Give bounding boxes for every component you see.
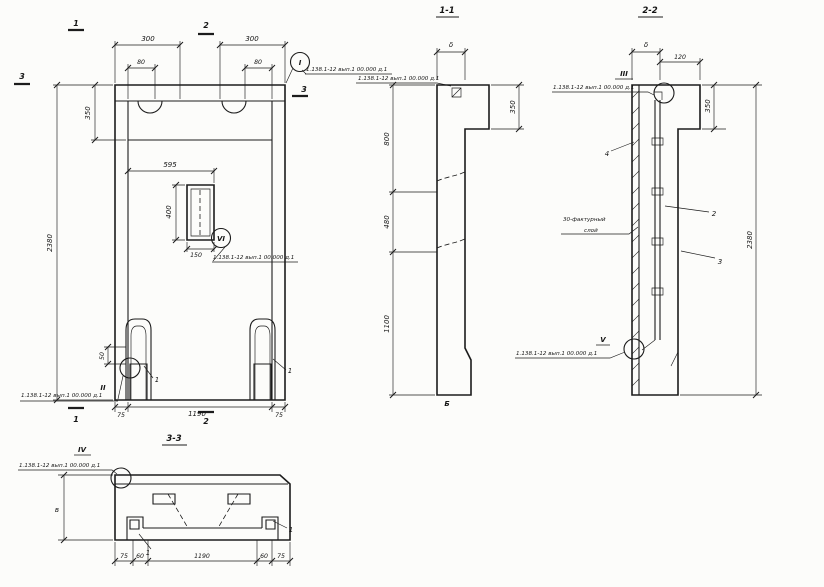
part-label-1-side: 1 (289, 526, 293, 534)
detail-label-iv: IV (78, 446, 87, 454)
reinforcement-ladder (654, 100, 661, 340)
dim-1190-33: 1190 (194, 553, 210, 560)
cut-mark-3-left: 3 (19, 72, 25, 81)
detail-circle-iii (653, 82, 675, 104)
detail-label-v: V (600, 336, 606, 344)
cut-mark-1-top: 1 (73, 19, 79, 28)
dim-75-left-33: 75 (120, 553, 128, 560)
detail-label-vi: VI (217, 235, 225, 243)
detail-ref-vi: 1.138.1-12 вып.1 00.000 д.1 (213, 255, 294, 261)
section-3-3: 3-3 IV 1.138.1-12 вып.1 00.000 д.1 в 1 1… (18, 434, 294, 566)
part-label-4: 4 (605, 150, 609, 158)
detail-label-iii: III (620, 70, 628, 78)
cut-mark-2-bottom: 2 (203, 417, 209, 426)
dim-300-right: 300 (245, 35, 259, 43)
dim-60-right-33: 60 (260, 553, 268, 560)
section-1-1-title: 1-1 (439, 6, 454, 16)
detail-label-i: I (299, 59, 302, 67)
main-dimension-lines (53, 41, 289, 412)
detail-circle-ii (119, 357, 141, 379)
dim-350-1-1: 350 (509, 100, 517, 114)
dim-80-left: 80 (137, 59, 145, 66)
dim-75-right: 75 (275, 412, 283, 419)
cut-mark-2-top: 2 (203, 21, 209, 30)
detail-ref-i: 1.138.1-12 вып.1 00.000 д.1 (306, 67, 387, 73)
dim-480: 480 (383, 215, 391, 229)
cut-mark-1-bottom: 1 (73, 415, 79, 424)
dim-120: 120 (674, 54, 686, 61)
note-facing-layer-line2: слой (584, 228, 598, 234)
dim-75-right-33: 75 (277, 553, 285, 560)
part-label-1-bottom: 1 (146, 549, 150, 557)
opening-outline (186, 184, 215, 241)
base-label-b: Б (444, 400, 449, 408)
dim-1100: 1100 (383, 315, 391, 333)
detail-ref-iii: 1.138.1-12 вып.1 00.000 д.1 (553, 85, 634, 91)
detail-circle-i (289, 51, 311, 73)
section-3-3-title: 3-3 (166, 434, 181, 444)
part-leader-lines (143, 358, 287, 379)
dim-delta-1-1: δ (449, 41, 453, 49)
part-label-1-left: 1 (155, 376, 159, 384)
detail-ref-iv: 1.138.1-12 вып.1 00.000 д.1 (19, 463, 100, 469)
dim-350: 350 (84, 106, 92, 120)
section-1-1-outline (436, 84, 490, 396)
main-detail-callouts (20, 51, 392, 402)
detail-circle-v (623, 338, 645, 360)
dim-150: 150 (190, 252, 202, 259)
main-panel-outline (114, 84, 286, 401)
dim-595: 595 (163, 161, 177, 169)
dim-50: 50 (99, 352, 106, 360)
left-slot (125, 318, 152, 400)
dim-75-left: 75 (117, 412, 125, 419)
cut-mark-3-right: 3 (301, 85, 307, 94)
dim-thickness-v: в (55, 506, 59, 514)
section-3-3-dimensions (18, 444, 294, 566)
void-rects (152, 493, 251, 505)
detail-label-ii: II (100, 384, 106, 392)
dim-300-left: 300 (141, 35, 155, 43)
section-1-1: 1-1 δ 1.138.1-12 вып.1 00.000 д.1 350 80… (356, 6, 524, 408)
corner-details (126, 516, 279, 540)
section-1-1-texts: 1-1 δ 1.138.1-12 вып.1 00.000 д.1 350 80… (358, 6, 517, 408)
section-2-2-dimensions (515, 16, 762, 399)
section-1-1-dimensions (356, 16, 524, 399)
dim-2380: 2380 (46, 234, 54, 252)
section-1-1-ref: 1.138.1-12 вып.1 00.000 д.1 (358, 76, 439, 82)
part-label-2: 2 (712, 210, 717, 218)
section-2-2-title: 2-2 (642, 6, 657, 16)
dim-400: 400 (165, 205, 173, 219)
part-label-1-right: 1 (288, 367, 292, 375)
section-2-2-outline (631, 84, 701, 396)
detail-ref-ii: 1.138.1-12 вып.1 00.000 д.1 (21, 393, 102, 399)
section-2-2: 2-2 δ 120 III 1.138.1-12 вып.1 00.000 д.… (515, 6, 762, 399)
facing-layer-hatch (631, 90, 640, 387)
ref-leader (356, 82, 452, 87)
dim-2380-2-2: 2380 (746, 231, 754, 249)
loop-detail (451, 87, 462, 98)
detail-circle-iv (110, 467, 132, 489)
lifting-loop-arcs (137, 100, 247, 114)
detail-circle-vi (210, 227, 232, 249)
note-facing-layer-line1: 30-фактурный (563, 217, 606, 223)
dim-60-left-33: 60 (136, 553, 144, 560)
main-view-texts: 300 300 2 1 3 80 80 350 2380 595 400 150… (19, 19, 387, 426)
right-slot (249, 318, 276, 400)
dim-80-right: 80 (254, 59, 262, 66)
dim-delta-2-2: δ (644, 41, 648, 49)
section-3-3-outline (114, 474, 291, 541)
main-view: 300 300 2 1 3 80 80 350 2380 595 400 150… (14, 19, 392, 426)
dim-350-2-2: 350 (704, 99, 712, 113)
dim-1190: 1190 (188, 410, 206, 418)
section-3-3-texts: 3-3 IV 1.138.1-12 вып.1 00.000 д.1 в 1 1… (19, 434, 293, 560)
section-2-2-texts: 2-2 δ 120 III 1.138.1-12 вып.1 00.000 д.… (516, 6, 754, 357)
part-label-3: 3 (718, 258, 722, 266)
detail-ref-v: 1.138.1-12 вып.1 00.000 д.1 (516, 351, 597, 357)
main-cut-marks (14, 28, 308, 414)
dim-800: 800 (383, 132, 391, 146)
